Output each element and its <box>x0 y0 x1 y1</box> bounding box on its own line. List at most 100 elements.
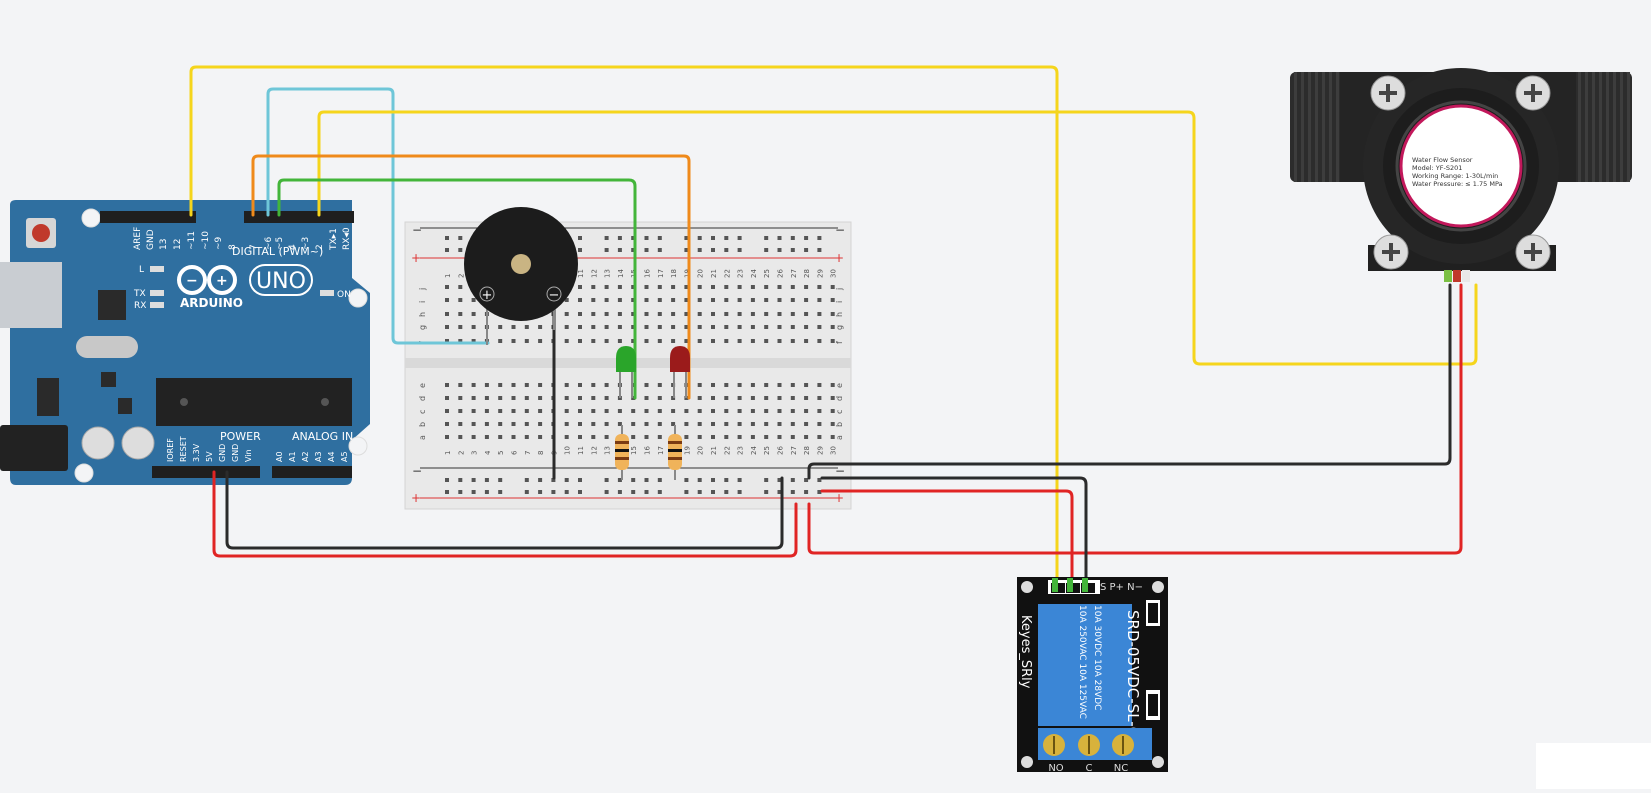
column-label-top: 16 <box>644 269 652 278</box>
digital-pin-label: 13 <box>159 239 169 250</box>
wire-black-relay-gnd[interactable] <box>820 476 1088 587</box>
wire-black-gnd[interactable] <box>225 470 784 550</box>
digital-header-left <box>100 211 196 223</box>
power-pin-label: GND <box>231 444 240 462</box>
sensor-label-line: Water Pressure: ≤ 1.75 MPa <box>1412 180 1503 188</box>
buzzer-minus-label: − <box>549 288 560 303</box>
column-label-top: 20 <box>697 269 705 278</box>
infinity-logo-icon: − + <box>177 265 237 295</box>
row-label-right: i <box>835 301 844 303</box>
column-label-bottom: 6 <box>511 450 519 455</box>
power-jack <box>0 425 68 471</box>
led-tx <box>150 290 164 296</box>
row-label-right: h <box>835 312 844 317</box>
row-label-left: i <box>418 301 427 303</box>
green-led[interactable] <box>616 346 636 398</box>
column-label-bottom: 26 <box>777 446 785 455</box>
led-rx <box>150 302 164 308</box>
row-label-right: b <box>835 422 844 427</box>
column-label-top: 23 <box>737 269 745 278</box>
digital-pin-label: 2 <box>315 244 325 250</box>
piezo-buzzer[interactable]: + − <box>464 207 578 345</box>
screw-terminal-c[interactable] <box>1078 734 1100 756</box>
analog-pin-label: A3 <box>314 451 323 462</box>
resistor-red[interactable] <box>668 425 682 480</box>
power-pin-label: 5V <box>205 451 214 462</box>
reset-button[interactable] <box>32 224 50 242</box>
column-label-bottom: 23 <box>737 446 745 455</box>
column-label-bottom: 19 <box>683 446 691 455</box>
wire-yellow-pin2-to-sensor[interactable] <box>317 110 1478 366</box>
column-label-top: 27 <box>790 269 798 278</box>
column-label-bottom: 3 <box>471 451 479 455</box>
power-header <box>152 466 260 478</box>
column-label-bottom: 12 <box>590 446 598 455</box>
column-label-top: 25 <box>763 269 771 278</box>
column-label-bottom: 2 <box>457 451 465 455</box>
column-label-bottom: 7 <box>524 451 532 455</box>
led-tx-label: TX <box>133 289 146 299</box>
wire-red-relay-vcc[interactable] <box>820 489 1074 587</box>
arduino-brand: ARDUINO <box>180 296 243 310</box>
digital-pin-label: 4 <box>288 244 298 250</box>
screw-terminal-no[interactable] <box>1043 734 1065 756</box>
screw-terminal-nc[interactable] <box>1112 734 1134 756</box>
column-label-top: 24 <box>750 269 758 278</box>
led-l <box>150 266 164 272</box>
column-label-top: 28 <box>803 269 811 278</box>
column-label-bottom: 8 <box>537 451 545 455</box>
relay-pin-labels: S P+ N− <box>1100 582 1143 593</box>
led-l-label: L <box>139 265 144 275</box>
terminal-label-nc: NC <box>1114 763 1128 774</box>
crystal <box>76 336 138 358</box>
digital-pin-label: ~9 <box>214 236 224 250</box>
column-label-top: 1 <box>444 274 452 278</box>
capacitor-1 <box>81 426 115 460</box>
column-label-top: 12 <box>590 269 598 278</box>
svg-text:+: + <box>216 273 228 289</box>
relay-part-number: SRD-05VDC-SL-C <box>1124 610 1142 737</box>
analog-pin-label: A5 <box>340 451 349 462</box>
row-label-left: c <box>418 410 427 414</box>
column-label-top: 13 <box>604 269 612 278</box>
row-label-left: g <box>418 325 427 330</box>
column-label-bottom: 1 <box>444 451 452 455</box>
digital-pin-label: GND <box>146 229 156 250</box>
analog-header <box>272 466 352 478</box>
column-label-bottom: 10 <box>564 446 572 455</box>
power-pin-label: GND <box>218 444 227 462</box>
wire-red-sensor-vcc[interactable] <box>807 283 1463 555</box>
column-label-top: 19 <box>683 269 691 278</box>
relay-module[interactable]: S P+ N− SRD-05VDC-SL-C 10A 250VAC 10A 12… <box>1017 577 1168 774</box>
column-label-bottom: 25 <box>763 446 771 455</box>
column-label-top: 29 <box>816 269 824 278</box>
wire-black-sensor-gnd[interactable] <box>807 283 1452 480</box>
wire-blue-pin6[interactable] <box>266 87 490 345</box>
row-label-right: c <box>835 410 844 414</box>
row-label-left: h <box>418 312 427 317</box>
relay-coil <box>1038 604 1132 726</box>
row-label-right: a <box>835 435 844 440</box>
column-label-bottom: 27 <box>790 446 798 455</box>
relay-rating-line-2: 10A 30VDC 10A 28VDC <box>1092 605 1102 710</box>
row-label-right: d <box>835 396 844 401</box>
screw-icon <box>1373 234 1409 270</box>
column-label-top: 30 <box>830 269 838 278</box>
wire-yellow-pin11-to-relay[interactable] <box>189 65 1059 587</box>
led-on <box>320 290 334 296</box>
wire-green-pin5-green-led[interactable] <box>277 178 637 400</box>
sensor-label-line: Water Flow Sensor <box>1412 156 1473 164</box>
digital-pin-label: ~6 <box>264 236 274 250</box>
svg-text:−: − <box>186 273 198 289</box>
capacitor-2 <box>121 426 155 460</box>
rail-minus-top-right: − <box>835 223 845 237</box>
resistor-green[interactable] <box>615 425 629 480</box>
wire-orange-pin7-red-led[interactable] <box>251 154 691 400</box>
usb-port <box>0 262 62 328</box>
digital-pin-label: RX◂0 <box>342 227 352 250</box>
wire-red-5v[interactable] <box>212 470 798 558</box>
red-led[interactable] <box>670 346 690 398</box>
